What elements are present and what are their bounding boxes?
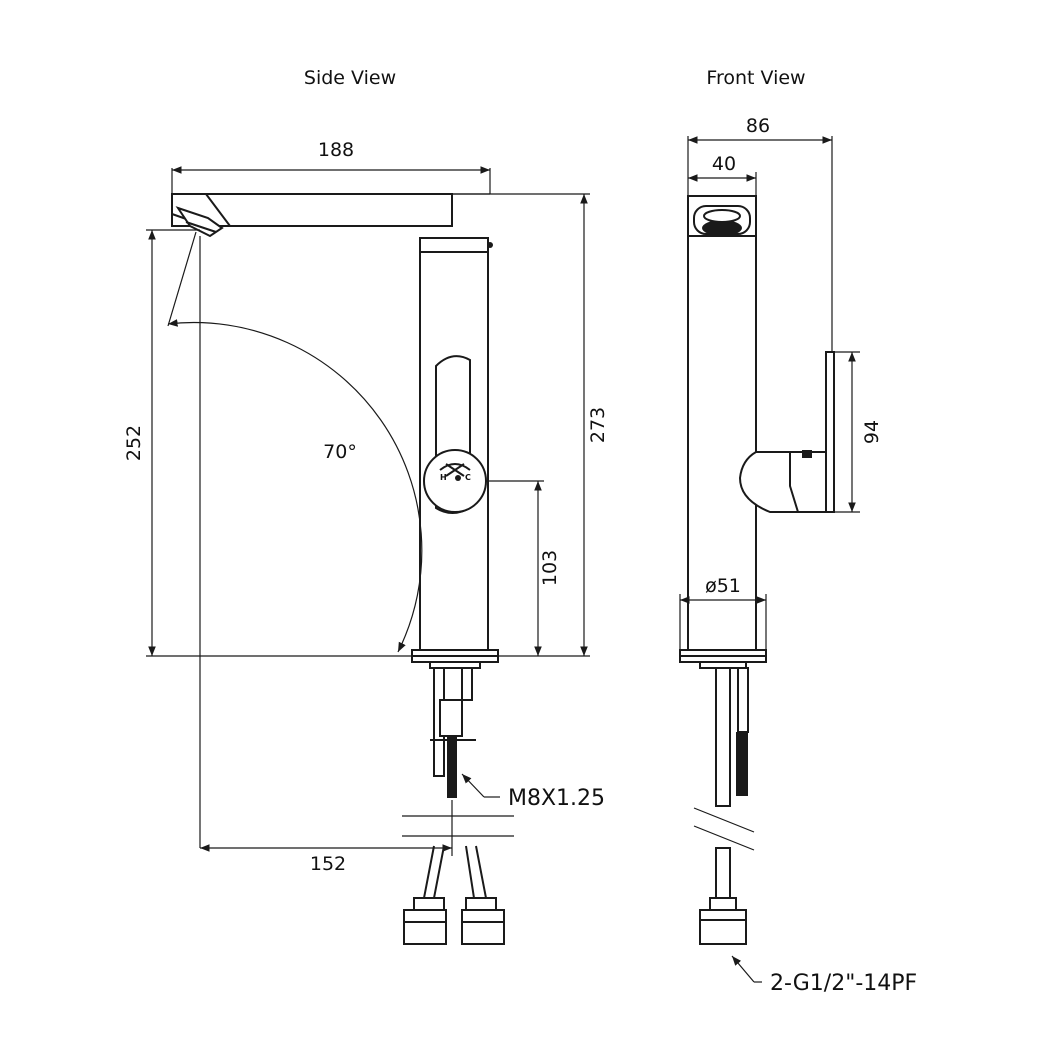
dim-70-label: 70° <box>323 441 357 463</box>
side-view: Side View H C <box>123 67 609 945</box>
dim-51-label: ø51 <box>705 575 741 597</box>
callout-stud-thread: M8X1.25 <box>461 773 605 811</box>
dim-94-label: 94 <box>861 420 883 444</box>
spout <box>171 193 490 238</box>
dim-spout-height: 252 <box>123 229 412 657</box>
threaded-stud <box>447 736 457 798</box>
dim-40-label: 40 <box>712 153 736 175</box>
dim-front-lever-height: 94 <box>834 351 883 513</box>
hot-label: H <box>440 473 447 482</box>
dim-overall-height: 273 <box>452 193 609 657</box>
dim-188-label: 188 <box>318 139 354 161</box>
callout-hose-thread: 2-G1/2"-14PF <box>731 955 917 996</box>
front-body <box>687 195 757 651</box>
dim-273-label: 273 <box>587 407 609 443</box>
callout-m8-label: M8X1.25 <box>508 786 605 811</box>
dim-spout-width: 40 <box>688 153 757 196</box>
front-hoses <box>693 667 755 945</box>
dim-103-label: 103 <box>539 550 561 586</box>
dim-152-label: 152 <box>310 853 346 875</box>
faucet-body: H C <box>419 237 493 651</box>
dim-lever-height: 103 <box>486 480 561 656</box>
front-lever <box>738 351 835 513</box>
cold-label: C <box>465 473 471 482</box>
dim-reach: 152 <box>200 800 453 875</box>
front-view: Front View <box>679 67 917 996</box>
dim-spout-length: 188 <box>171 139 491 194</box>
callout-g12-label: 2-G1/2"-14PF <box>770 971 917 996</box>
dim-swivel-angle: 70° <box>167 231 423 848</box>
side-view-title: Side View <box>304 67 396 89</box>
supply-hoses <box>402 667 514 945</box>
dim-252-label: 252 <box>123 425 145 461</box>
dim-86-label: 86 <box>746 115 770 137</box>
base-flange <box>411 649 499 669</box>
front-base <box>679 649 767 669</box>
lever-knob <box>423 449 487 513</box>
dim-base-diameter: ø51 <box>679 575 767 650</box>
dim-overall-width: 86 <box>687 115 833 352</box>
front-view-title: Front View <box>706 67 805 89</box>
